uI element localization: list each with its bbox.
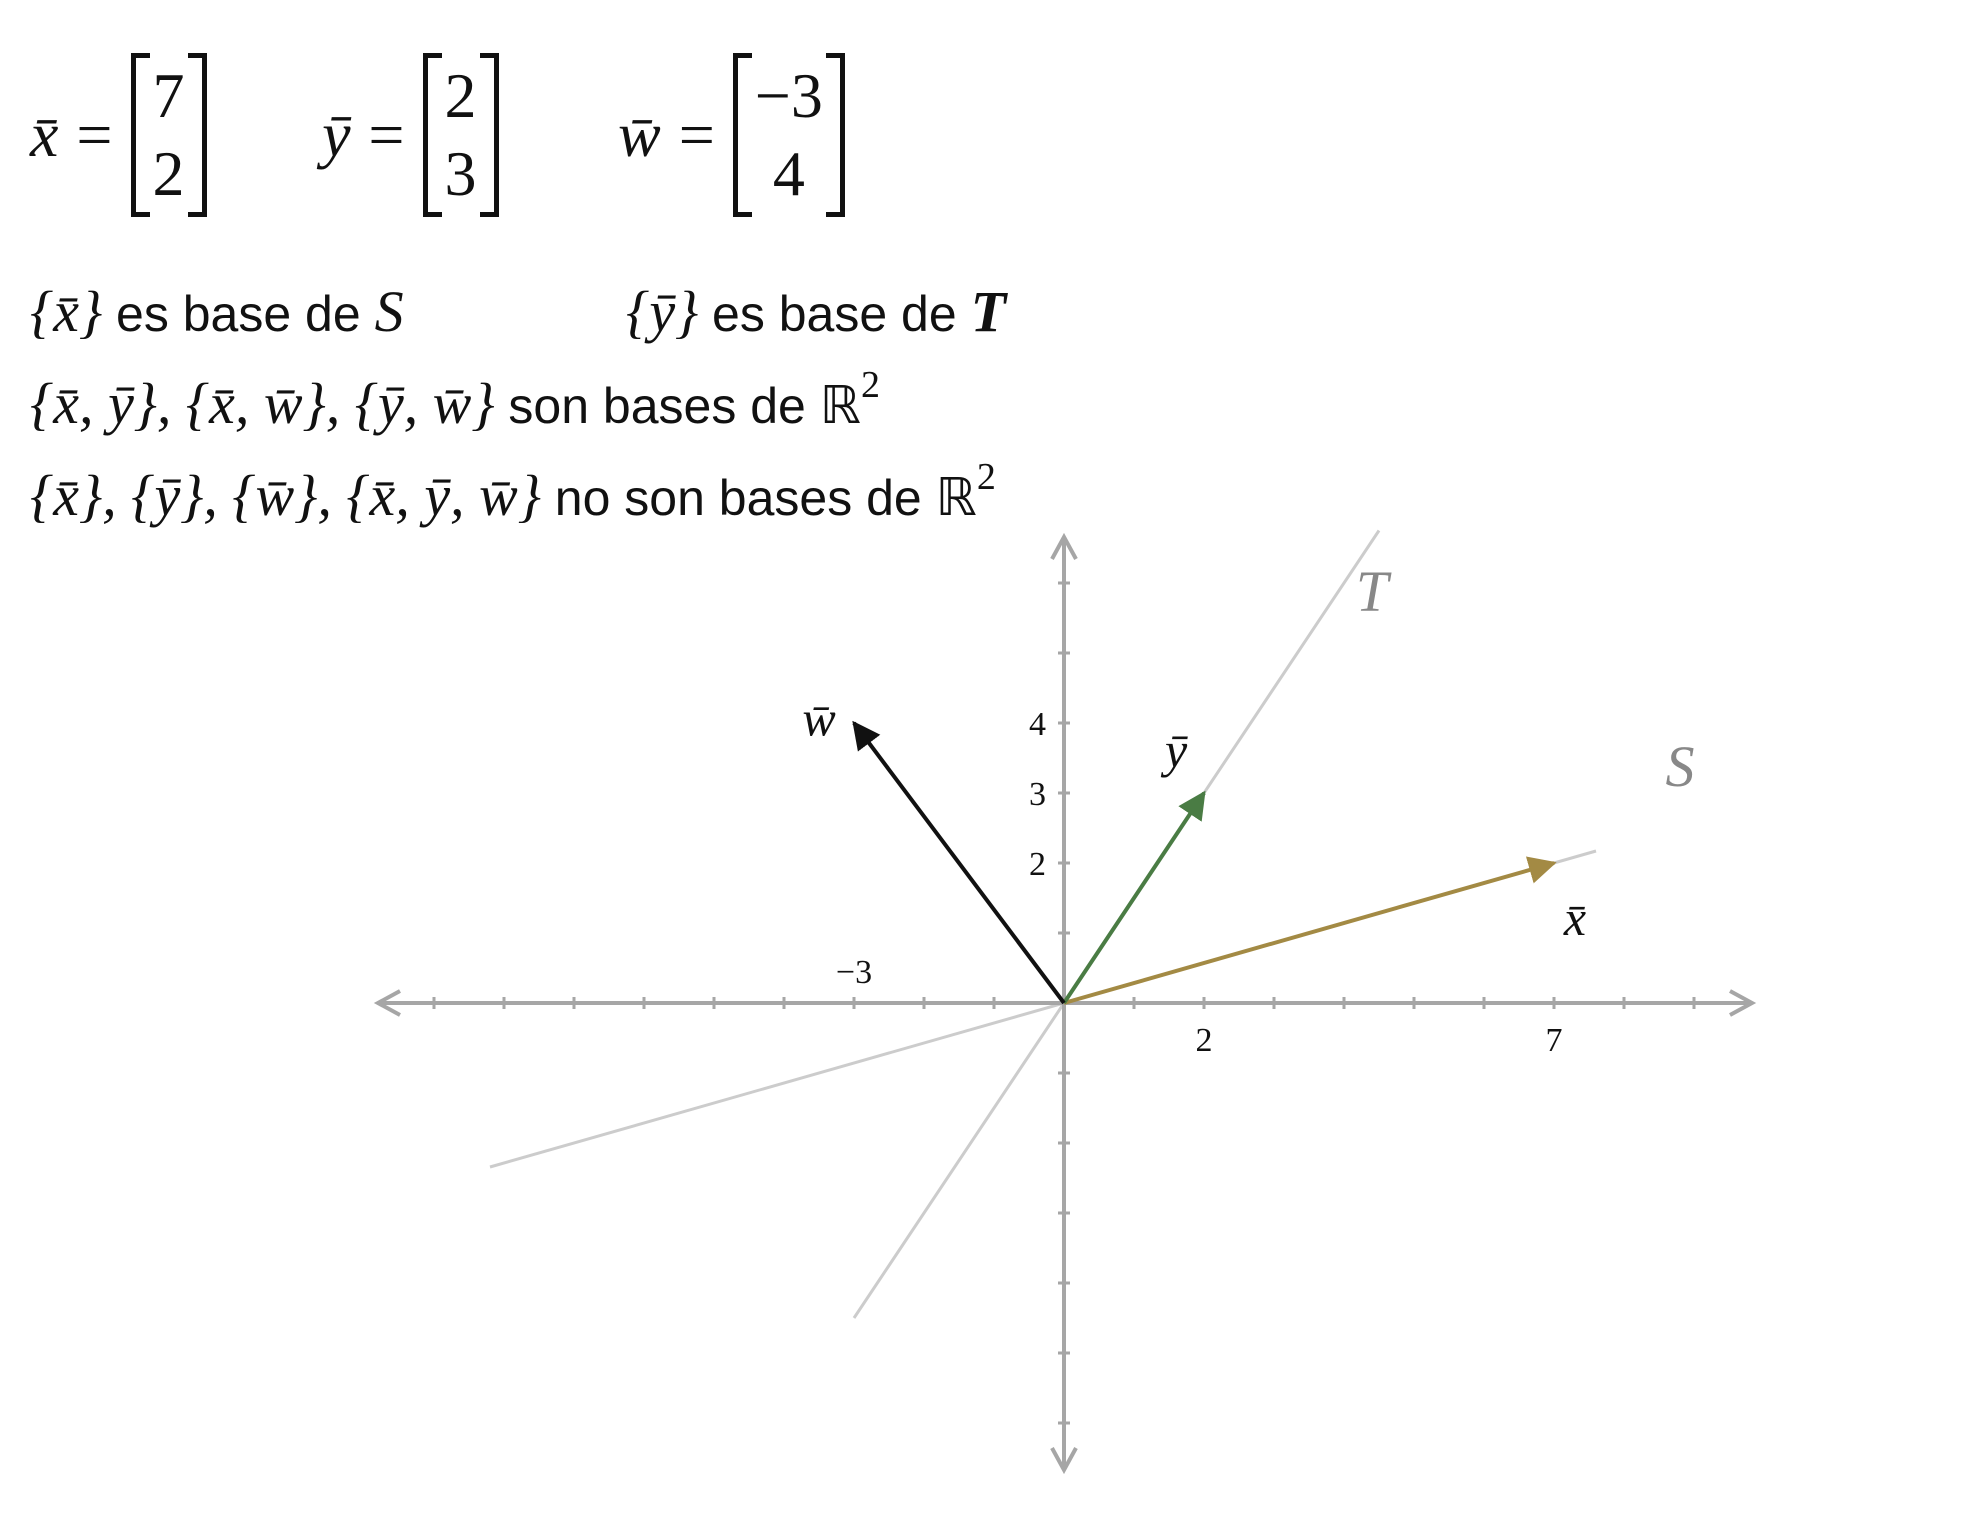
vector-label-w: w̄ bbox=[802, 691, 835, 747]
def-w-entry-2: 4 bbox=[772, 138, 805, 209]
real-space-symbol-2: ℝ bbox=[935, 468, 977, 528]
x-tick-label: 2 bbox=[1196, 1022, 1213, 1059]
vector-label-x: x̄ bbox=[1563, 890, 1586, 946]
def-w-matrix: −3 4 bbox=[732, 47, 845, 223]
y-axis-arrow-down bbox=[1050, 1447, 1078, 1475]
real-space-exponent: 2 bbox=[860, 364, 880, 406]
definition-x: x̄ = 7 2 bbox=[30, 40, 207, 230]
statement-1-right-set: {ȳ} bbox=[626, 279, 699, 344]
def-x-entry-1: 7 bbox=[152, 60, 185, 131]
statement-line-1-right: {ȳ} es base de T bbox=[626, 278, 1006, 345]
def-y-entry-1: 2 bbox=[444, 60, 477, 131]
x-tick-label: 7 bbox=[1546, 1022, 1563, 1059]
vector-label-y: ȳ bbox=[1160, 722, 1188, 778]
subspace-label-t: T bbox=[1356, 559, 1392, 624]
definition-y: ȳ = 2 3 bbox=[322, 40, 499, 230]
def-w-equals: = bbox=[678, 99, 715, 170]
def-y-equals: = bbox=[368, 99, 405, 170]
statement-line-2: {x̄, ȳ}, {x̄, w̄}, {ȳ, w̄} son bases de … bbox=[30, 366, 880, 437]
x-tick-label: −3 bbox=[836, 954, 872, 991]
vector-w bbox=[852, 720, 1066, 1005]
y-tick-label: 2 bbox=[1029, 846, 1046, 883]
def-w-entry-1: −3 bbox=[754, 60, 823, 131]
x-axis-arrow-left bbox=[373, 989, 401, 1017]
def-w-name: w̄ bbox=[618, 99, 661, 170]
y-tick-label: 4 bbox=[1029, 706, 1046, 743]
real-space-exponent-2: 2 bbox=[976, 456, 996, 498]
def-x-entry-2: 2 bbox=[152, 138, 185, 209]
y-tick-label: 3 bbox=[1029, 776, 1046, 813]
definition-w: w̄ = −3 4 bbox=[618, 40, 845, 230]
statement-line-3: {x̄}, {ȳ}, {w̄}, {x̄, ȳ, w̄} no son base… bbox=[30, 458, 996, 529]
statement-line-1: {x̄} es base de S bbox=[30, 278, 404, 345]
statement-1-left-text: es base de bbox=[102, 286, 375, 342]
def-y-name: ȳ bbox=[322, 99, 351, 170]
subspace-label-s: S bbox=[1666, 734, 1695, 799]
statement-2-sets: {x̄, ȳ}, {x̄, w̄}, {ȳ, w̄} bbox=[30, 371, 495, 436]
def-x-matrix: 7 2 bbox=[130, 47, 207, 223]
vector-x bbox=[1063, 856, 1557, 1005]
def-x-equals: = bbox=[76, 99, 113, 170]
statement-2-text: son bases de bbox=[494, 378, 820, 434]
def-y-matrix: 2 3 bbox=[422, 47, 499, 223]
real-space-symbol: ℝ bbox=[819, 376, 861, 436]
statement-3-text: no son bases de bbox=[540, 470, 936, 526]
subspace-name-s: S bbox=[374, 279, 404, 344]
statement-3-sets: {x̄}, {ȳ}, {w̄}, {x̄, ȳ, w̄} bbox=[30, 463, 541, 528]
def-x-name: x̄ bbox=[30, 99, 59, 170]
y-axis-arrow-up bbox=[1050, 532, 1078, 560]
statement-1-right-text: es base de bbox=[698, 286, 971, 342]
vector-y bbox=[1062, 790, 1206, 1005]
statement-1-left-set: {x̄} bbox=[30, 279, 103, 344]
x-axis-arrow-right bbox=[1729, 989, 1757, 1017]
subspace-name-t: T bbox=[970, 279, 1006, 344]
def-y-entry-2: 3 bbox=[444, 138, 477, 209]
